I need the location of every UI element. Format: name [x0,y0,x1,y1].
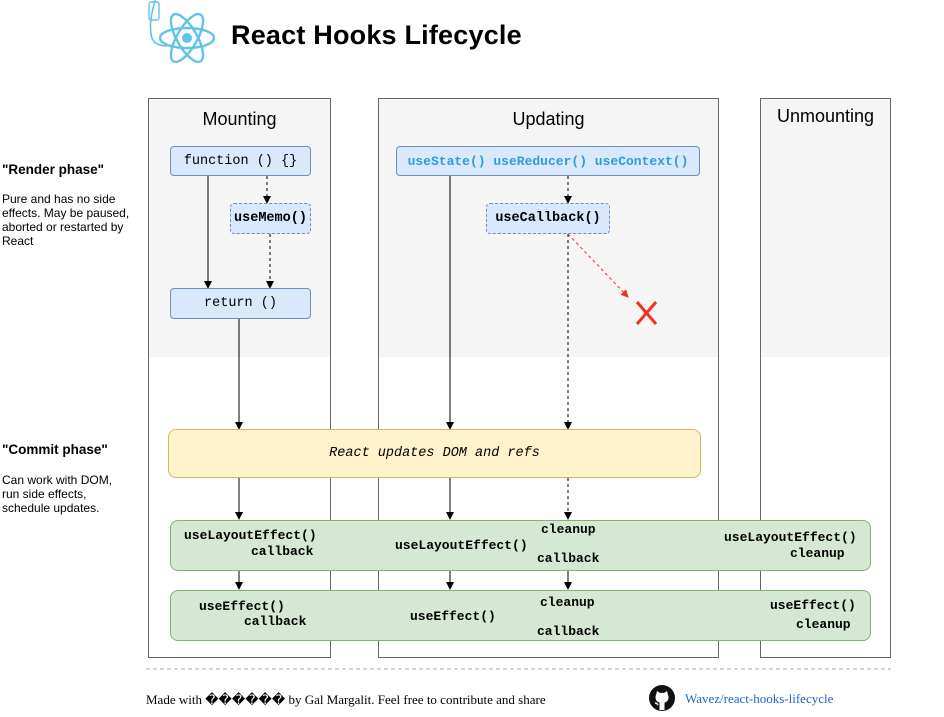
layout-effect-update-cleanup: cleanup [541,522,596,537]
effect-unmount-cleanup: cleanup [796,617,851,632]
commit-phase-desc-line: Can work with DOM, [2,473,113,487]
layout-effect-mount-label: useLayoutEffect() [184,528,317,543]
commit-phase-desc-line: schedule updates. [2,501,100,515]
effect-update-callback: callback [537,624,600,639]
render-phase-title: "Render phase" [2,162,105,177]
layout-effect-update-callback: callback [537,551,600,566]
unmounting-render-column [760,98,891,358]
render-phase-desc-line: Pure and has no side [2,192,116,206]
render-phase-description: Pure and has no side effects. May be pau… [2,192,129,248]
effect-mount-callback: callback [244,614,307,629]
layout-effect-bar [170,520,871,571]
use-callback-node: useCallback() [486,203,610,234]
state-hooks-node: useState() useReducer() useContext() [396,146,700,176]
footer-credit: Made with ������ by Gal Margalit. Feel f… [146,692,546,707]
commit-phase-title: "Commit phase" [2,442,108,457]
render-phase-desc-line: React [2,234,34,248]
effect-bar [170,590,871,641]
page-title: React Hooks Lifecycle [231,20,522,50]
commit-phase-description: Can work with DOM, run side effects, sch… [2,473,112,515]
dom-update-node: React updates DOM and refs [168,429,701,478]
use-memo-node: useMemo() [230,203,311,234]
effect-update-cleanup: cleanup [540,595,595,610]
layout-effect-unmount-cleanup: cleanup [790,546,845,561]
repo-link[interactable]: Wavez/react-hooks-lifecycle [685,691,834,706]
layout-effect-update-label: useLayoutEffect() [395,538,528,553]
effect-unmount-label: useEffect() [770,598,856,613]
cancel-x-icon [635,301,658,325]
github-icon[interactable] [648,684,676,712]
return-node: return () [170,288,311,319]
render-phase-desc-line: effects. May be paused, [2,206,130,220]
mounting-heading: Mounting [202,109,277,129]
render-phase-desc-line: aborted or restarted by [2,220,124,234]
unmounting-heading: Unmounting [776,106,875,126]
effect-mount-label: useEffect() [199,599,285,614]
react-logo [145,0,217,64]
commit-phase-desc-line: run side effects, [2,487,87,501]
react-atom-icon [148,0,216,64]
layout-effect-unmount-label: useLayoutEffect() [724,530,857,545]
layout-effect-mount-callback: callback [251,544,314,559]
function-node: function () {} [170,146,311,176]
effect-update-label: useEffect() [410,609,496,624]
updating-heading: Updating [512,109,585,129]
